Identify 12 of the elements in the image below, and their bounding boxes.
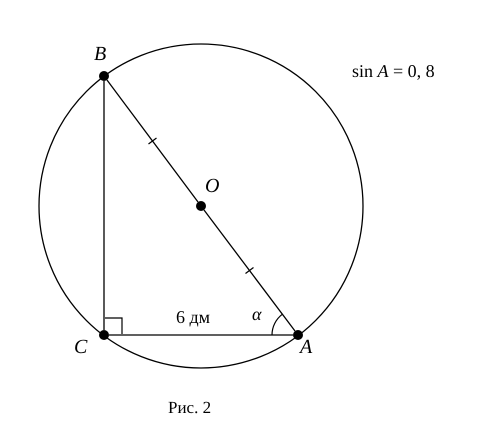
point-label: A bbox=[300, 337, 312, 357]
given-condition: sin A = 0, 8 bbox=[352, 62, 435, 80]
point-label: O bbox=[205, 176, 220, 196]
line-segment bbox=[106, 80, 199, 202]
line-segment bbox=[109, 334, 293, 336]
angle-label: α bbox=[252, 305, 262, 323]
figure-caption: Рис. 2 bbox=[168, 399, 212, 416]
point-label: C bbox=[74, 337, 88, 357]
edge-label: 6 дм bbox=[176, 308, 210, 326]
line-segment bbox=[203, 210, 296, 332]
line-segment bbox=[103, 81, 105, 330]
point-label: B bbox=[94, 44, 106, 64]
